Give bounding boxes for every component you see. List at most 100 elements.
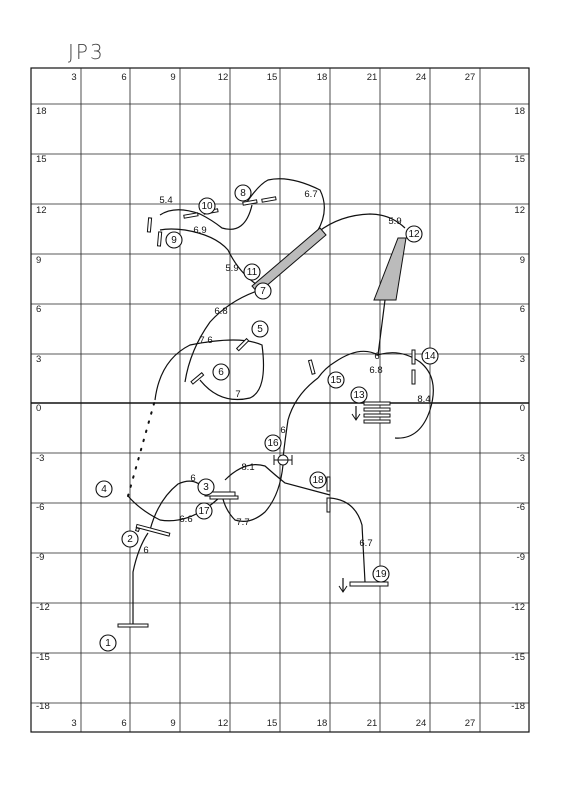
- x-tick-top: 12: [218, 72, 229, 83]
- x-tick-top: 3: [71, 72, 76, 83]
- fence-6: [190, 372, 205, 385]
- obstacle-number-1: 1: [99, 634, 117, 652]
- distance-label: 5.9: [388, 216, 401, 227]
- fence-17: [209, 495, 239, 500]
- path-15-16: [282, 377, 319, 459]
- svg-text:17: 17: [198, 506, 210, 517]
- distance-label: 6: [374, 351, 379, 362]
- svg-text:8: 8: [240, 188, 246, 199]
- obstacle-number-16: 16: [264, 434, 282, 452]
- svg-text:6: 6: [218, 367, 224, 378]
- distance-label: 6.7: [304, 189, 317, 200]
- x-tick-top: 24: [416, 72, 427, 83]
- distance-label: 8.1: [241, 462, 254, 473]
- path-4-5-dotted: [127, 399, 156, 497]
- y-tick-right: 9: [520, 255, 525, 266]
- path-5-6: [154, 339, 265, 401]
- fence-9a: [146, 217, 153, 233]
- fence-10a: [183, 212, 199, 219]
- course-path: [127, 178, 434, 626]
- y-tick-right: 6: [520, 304, 525, 315]
- path-18-19: [329, 497, 366, 583]
- fence-19: [349, 581, 389, 587]
- y-tick-left: -12: [36, 602, 50, 613]
- obstacle-number-2: 2: [121, 530, 139, 548]
- obstacle-number-8: 8: [234, 184, 252, 202]
- svg-text:7: 7: [260, 286, 266, 297]
- path-7-9: [159, 228, 263, 289]
- y-tick-left: 6: [36, 304, 41, 315]
- fence-13: [363, 401, 391, 424]
- y-tick-right: -12: [511, 602, 525, 613]
- svg-text:4: 4: [101, 484, 107, 495]
- obstacle-number-18: 18: [309, 471, 327, 489]
- obstacles: [117, 196, 416, 628]
- path-8-7: [244, 178, 325, 233]
- distance-label: 6.8: [214, 306, 227, 317]
- fence-5: [235, 337, 250, 352]
- y-tick-right: -3: [517, 453, 525, 464]
- fence-18a: [326, 476, 331, 492]
- fence-14b: [411, 369, 416, 385]
- grid: [31, 68, 529, 732]
- y-tick-right: 12: [514, 205, 525, 216]
- svg-text:9: 9: [171, 235, 177, 246]
- x-tick-bottom: 12: [218, 718, 229, 729]
- x-tick-top: 9: [170, 72, 175, 83]
- y-tick-left: 0: [36, 403, 41, 414]
- obstacle-number-13: 13: [350, 386, 368, 404]
- obstacle-number-3: 3: [197, 478, 215, 496]
- obstacle-number-5: 5: [251, 320, 269, 338]
- wall-12: [373, 237, 407, 301]
- distance-label: 6.6: [179, 514, 192, 525]
- arrow-19-head: [338, 585, 348, 593]
- y-tick-right: 3: [520, 354, 525, 365]
- obstacle-number-19: 19: [372, 565, 390, 583]
- x-tick-bottom: 15: [267, 718, 278, 729]
- y-tick-right: -18: [511, 701, 525, 712]
- obstacle-number-11: 11: [243, 263, 261, 281]
- y-tick-left: -18: [36, 701, 50, 712]
- svg-text:10: 10: [201, 201, 213, 212]
- obstacle-number-6: 6: [212, 363, 230, 381]
- y-tick-right: 18: [514, 106, 525, 117]
- svg-text:15: 15: [330, 375, 342, 386]
- distance-label: 6: [190, 473, 195, 484]
- distance-label: 5.9: [225, 263, 238, 274]
- distance-label: 7.6: [199, 335, 212, 346]
- svg-text:16: 16: [267, 438, 279, 449]
- svg-text:12: 12: [408, 229, 420, 240]
- y-tick-left: -6: [36, 502, 44, 513]
- fence-2: [135, 523, 171, 537]
- y-tick-right: -9: [517, 552, 525, 563]
- y-tick-left: 12: [36, 205, 47, 216]
- distance-label: 8.4: [417, 394, 430, 405]
- x-tick-top: 27: [465, 72, 476, 83]
- svg-text:2: 2: [127, 534, 133, 545]
- fence-1: [117, 623, 149, 628]
- distance-label: 6: [280, 425, 285, 436]
- y-tick-right: -15: [511, 652, 525, 663]
- svg-text:1: 1: [105, 638, 111, 649]
- x-tick-top: 15: [267, 72, 278, 83]
- x-tick-bottom: 27: [465, 718, 476, 729]
- obstacle-number-14: 14: [421, 347, 439, 365]
- path-2-3: [149, 480, 206, 531]
- distance-label: 6.8: [369, 365, 382, 376]
- y-tick-right: 15: [514, 154, 525, 165]
- x-tick-bottom: 24: [416, 718, 427, 729]
- x-tick-bottom: 18: [317, 718, 328, 729]
- arrow-13-head: [351, 413, 361, 421]
- path-6-7: [184, 289, 261, 383]
- path-1-2: [132, 532, 149, 626]
- svg-text:3: 3: [203, 482, 209, 493]
- svg-text:5: 5: [257, 324, 263, 335]
- y-tick-left: 3: [36, 354, 41, 365]
- path-17-18: [224, 464, 331, 496]
- x-tick-bottom: 3: [71, 718, 76, 729]
- x-tick-top: 18: [317, 72, 328, 83]
- distance-label: 6.9: [193, 225, 206, 236]
- svg-text:13: 13: [353, 390, 365, 401]
